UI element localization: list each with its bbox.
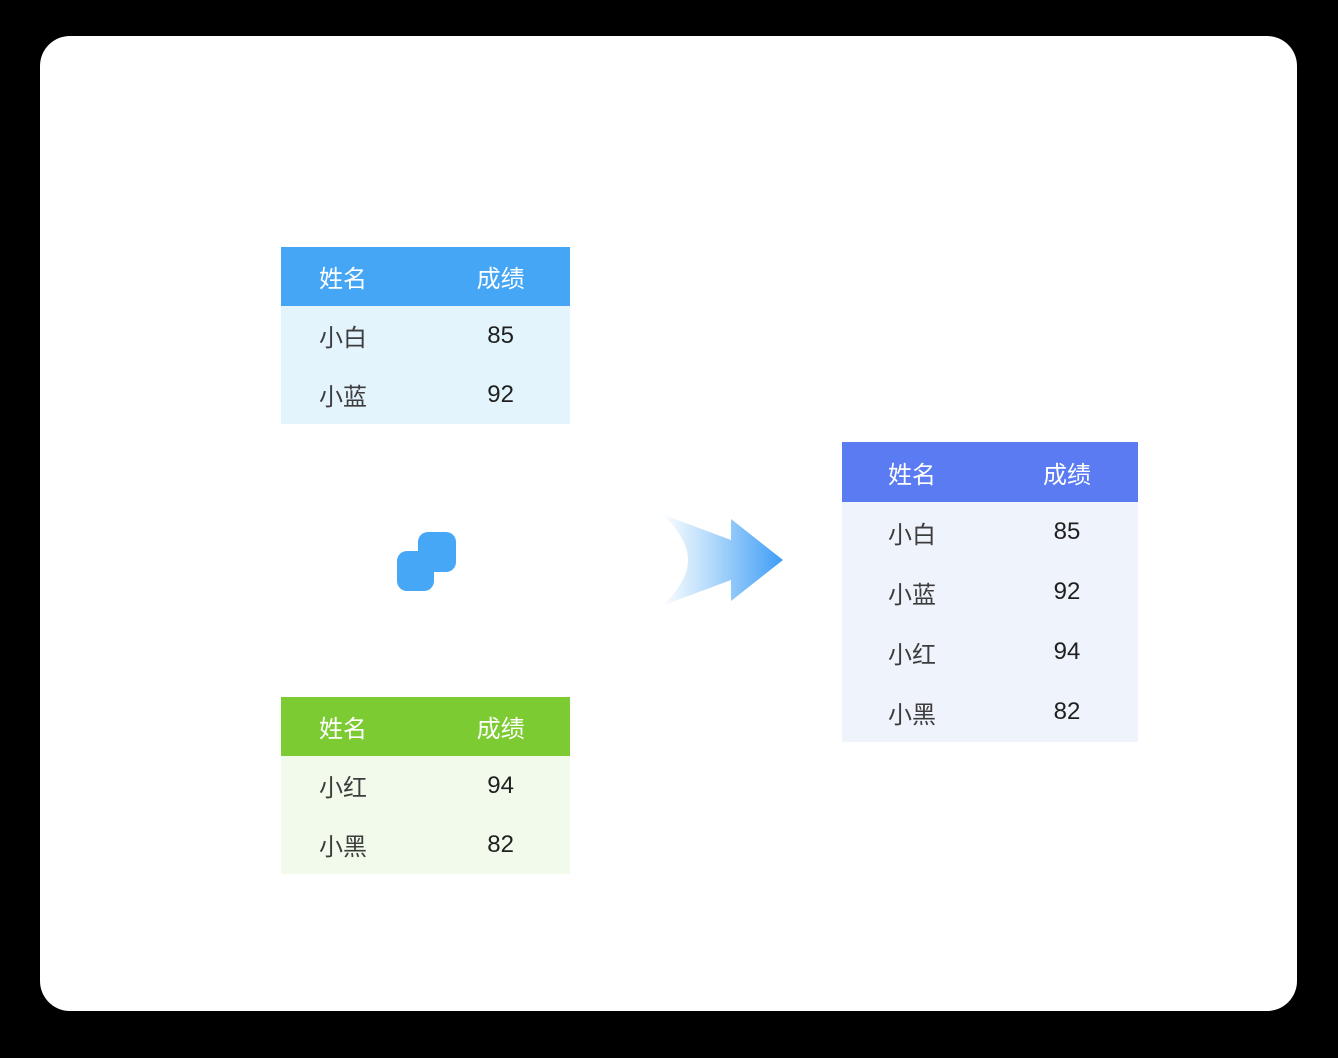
cell-score: 94 bbox=[487, 771, 514, 799]
table-row: 小黑 82 bbox=[281, 815, 570, 874]
table-row: 小红 94 bbox=[281, 756, 570, 815]
table-row: 小黑 82 bbox=[842, 682, 1138, 742]
cell-score: 92 bbox=[487, 380, 514, 408]
table-header-row: 姓名 成绩 bbox=[281, 247, 570, 306]
column-header-name: 姓名 bbox=[319, 716, 367, 743]
table-row: 小蓝 92 bbox=[281, 365, 570, 424]
arrow-right-icon bbox=[657, 512, 785, 608]
column-header-score: 成绩 bbox=[476, 716, 525, 743]
cell-score: 82 bbox=[487, 830, 514, 858]
table-header-row: 姓名 成绩 bbox=[842, 442, 1138, 502]
table-row: 小红 94 bbox=[842, 622, 1138, 682]
cell-score: 82 bbox=[1053, 698, 1081, 725]
cell-score: 85 bbox=[1053, 518, 1081, 545]
merge-squares-icon bbox=[397, 532, 456, 591]
column-header-name: 姓名 bbox=[319, 266, 367, 293]
cell-name: 小红 bbox=[888, 641, 936, 669]
column-header-score: 成绩 bbox=[476, 266, 525, 293]
table-row: 小白 85 bbox=[281, 306, 570, 365]
column-header-score: 成绩 bbox=[1042, 461, 1091, 489]
cell-score: 92 bbox=[1053, 578, 1081, 605]
cell-name: 小白 bbox=[319, 325, 367, 352]
source-table-blue: 姓名 成绩 小白 85 小蓝 92 bbox=[281, 247, 570, 424]
cell-name: 小白 bbox=[888, 521, 936, 549]
cell-name: 小黑 bbox=[888, 701, 936, 729]
cell-name: 小红 bbox=[319, 775, 367, 802]
table-row: 小白 85 bbox=[842, 502, 1138, 562]
table-row: 小蓝 92 bbox=[842, 562, 1138, 622]
column-header-name: 姓名 bbox=[888, 461, 936, 489]
source-table-green: 姓名 成绩 小红 94 小黑 82 bbox=[281, 697, 570, 874]
table-header-row: 姓名 成绩 bbox=[281, 697, 570, 756]
cell-score: 94 bbox=[1053, 638, 1081, 665]
card: 姓名 成绩 小白 85 小蓝 92 姓名 成绩 bbox=[40, 36, 1297, 1011]
cell-name: 小蓝 bbox=[888, 581, 936, 609]
cell-score: 85 bbox=[487, 321, 514, 349]
cell-name: 小黑 bbox=[319, 834, 367, 861]
result-table: 姓名 成绩 小白 85 小蓝 92 小红 94 小黑 82 bbox=[842, 442, 1138, 742]
cell-name: 小蓝 bbox=[319, 384, 367, 411]
